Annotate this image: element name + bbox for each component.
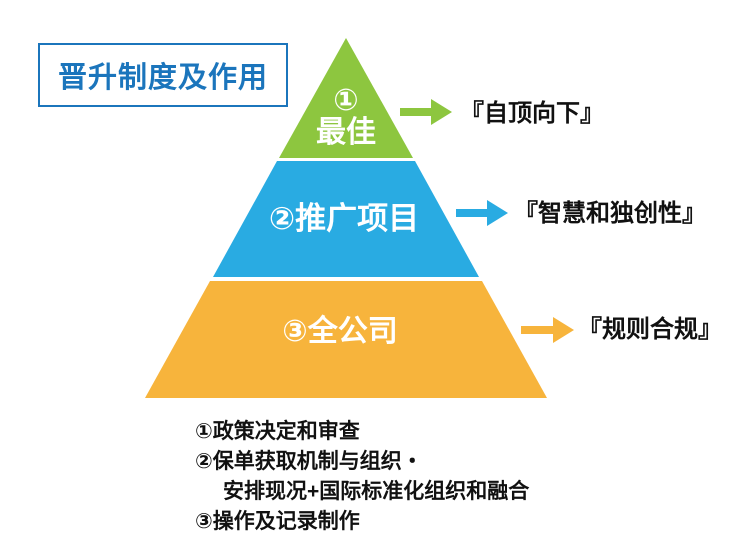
- title-box: 晋升制度及作用: [38, 43, 288, 107]
- arrow-label-level-3: 『规则合规』: [578, 316, 722, 343]
- footnote-line-1: ①政策决定和审查: [195, 420, 360, 443]
- footnote-line-4: ③操作及记录制作: [195, 510, 360, 533]
- arrow-level-3-icon: [521, 317, 574, 343]
- level-2-label: ②推广项目: [268, 201, 420, 236]
- footnote-line-2: ②保单获取机制与组织・: [195, 450, 423, 473]
- level-1-number: ①: [333, 84, 359, 117]
- level-3-label: ③全公司: [282, 315, 398, 348]
- arrow-label-level-2: 『智慧和独创性』: [514, 200, 706, 227]
- pyramid-level-1-shape: [279, 38, 413, 158]
- footnote-line-3: 安排现况+国际标准化组织和融合: [223, 480, 530, 503]
- arrow-label-level-1: 『自顶向下』: [460, 100, 604, 127]
- pyramid-level-2-shape: [213, 161, 479, 277]
- footnote-block: ①政策决定和审查 ②保单获取机制与组织・ 安排现况+国际标准化组织和融合 ③操作…: [195, 417, 615, 537]
- arrow-level-1-icon: [400, 99, 452, 125]
- page-title: 晋升制度及作用: [57, 62, 268, 94]
- arrow-level-2-icon: [456, 200, 508, 226]
- level-1-label: 最佳: [316, 116, 376, 149]
- pyramid-level-3-shape: [145, 281, 547, 398]
